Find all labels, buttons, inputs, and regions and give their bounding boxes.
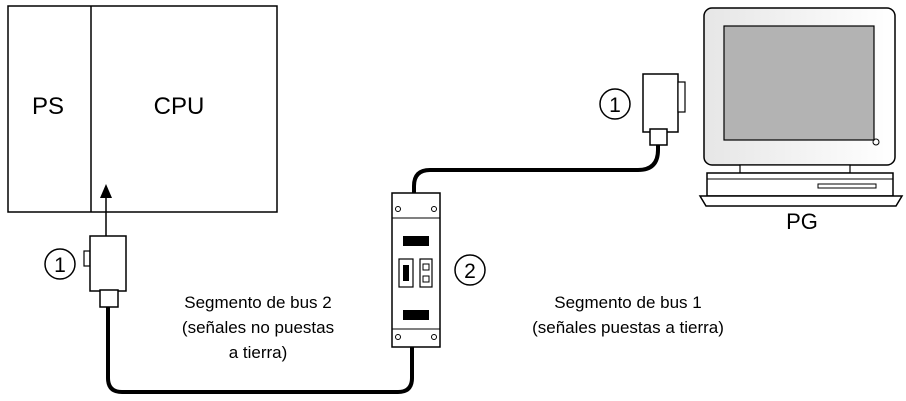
segment-bus-2-line-1: Segmento de bus 2 — [184, 293, 331, 312]
callout-connector-left: 1 — [44, 248, 76, 280]
bus-connector-left — [83, 235, 127, 308]
svg-text:1: 1 — [54, 254, 66, 277]
terminal-block-bottom — [403, 310, 429, 320]
svg-text:1: 1 — [609, 94, 621, 117]
monitor-screen — [723, 25, 875, 141]
callout-repeater: 2 — [454, 254, 486, 286]
switch-panel — [419, 258, 433, 288]
segment-bus-2-line-3: a tierra) — [229, 343, 288, 362]
segment-bus-1-line-2: (señales puestas a tierra) — [532, 318, 724, 337]
callout-connector-top: 1 — [599, 88, 631, 120]
pg-computer: PG — [698, 7, 904, 234]
segment-bus-2-line-2: (señales no puestas — [182, 318, 334, 337]
cpu-module-label: CPU — [154, 93, 205, 120]
ps-module-label: PS — [32, 93, 64, 120]
svg-text:2: 2 — [464, 260, 476, 283]
pg-label: PG — [786, 209, 818, 234]
bus-cable — [106, 145, 660, 394]
plc-rack: PS CPU — [7, 5, 278, 213]
rs485-repeater — [391, 192, 441, 348]
terminal-block-top — [403, 236, 429, 246]
segment-bus-1-line-1: Segmento de bus 1 — [554, 293, 701, 312]
monitor-neck — [739, 164, 851, 174]
bus-connector-top — [642, 73, 686, 146]
insert-arrow — [100, 184, 112, 236]
pg-keyboard — [698, 195, 904, 207]
